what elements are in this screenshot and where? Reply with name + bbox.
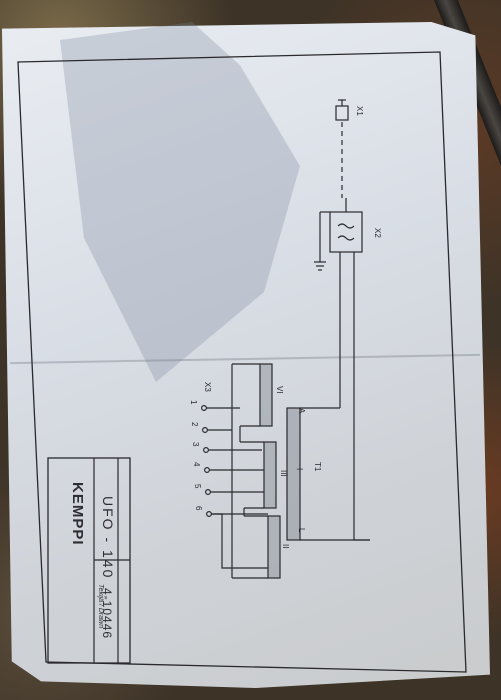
- terminal-4: 4: [192, 462, 201, 467]
- terminal-3: 3: [191, 442, 200, 447]
- x3-terminals: [201, 405, 213, 518]
- label-l-bottom: L: [297, 528, 306, 533]
- paper-sheet: [2, 22, 490, 688]
- winding-ii: [267, 515, 281, 579]
- label-a-top: A: [297, 408, 306, 414]
- terminal-1: 1: [189, 400, 198, 405]
- terminal-6: 6: [194, 506, 203, 511]
- label-winding-ii: II: [281, 544, 290, 549]
- terminal-5: 5: [193, 484, 202, 489]
- x2-filter: [329, 211, 363, 253]
- model-name: UFO - 140: [100, 496, 116, 580]
- x1-plug: [335, 105, 349, 121]
- label-x3: X3: [203, 382, 212, 392]
- t1-transformer: [286, 407, 301, 541]
- label-t1: T1: [313, 462, 322, 472]
- brand-logo-text: KEMPPI: [69, 482, 86, 546]
- frame-border: [17, 51, 467, 673]
- label-winding-iii: III: [279, 470, 288, 477]
- winding-vi: [259, 363, 273, 427]
- terminal-2: 2: [190, 422, 199, 427]
- winding-iii: [263, 441, 277, 509]
- label-x1: X1: [355, 106, 364, 116]
- label-x2: X2: [373, 228, 382, 238]
- label-winding-i: I: [295, 468, 304, 471]
- label-winding-vi: VI: [275, 386, 284, 394]
- drawing-number: 4-10446: [100, 588, 114, 640]
